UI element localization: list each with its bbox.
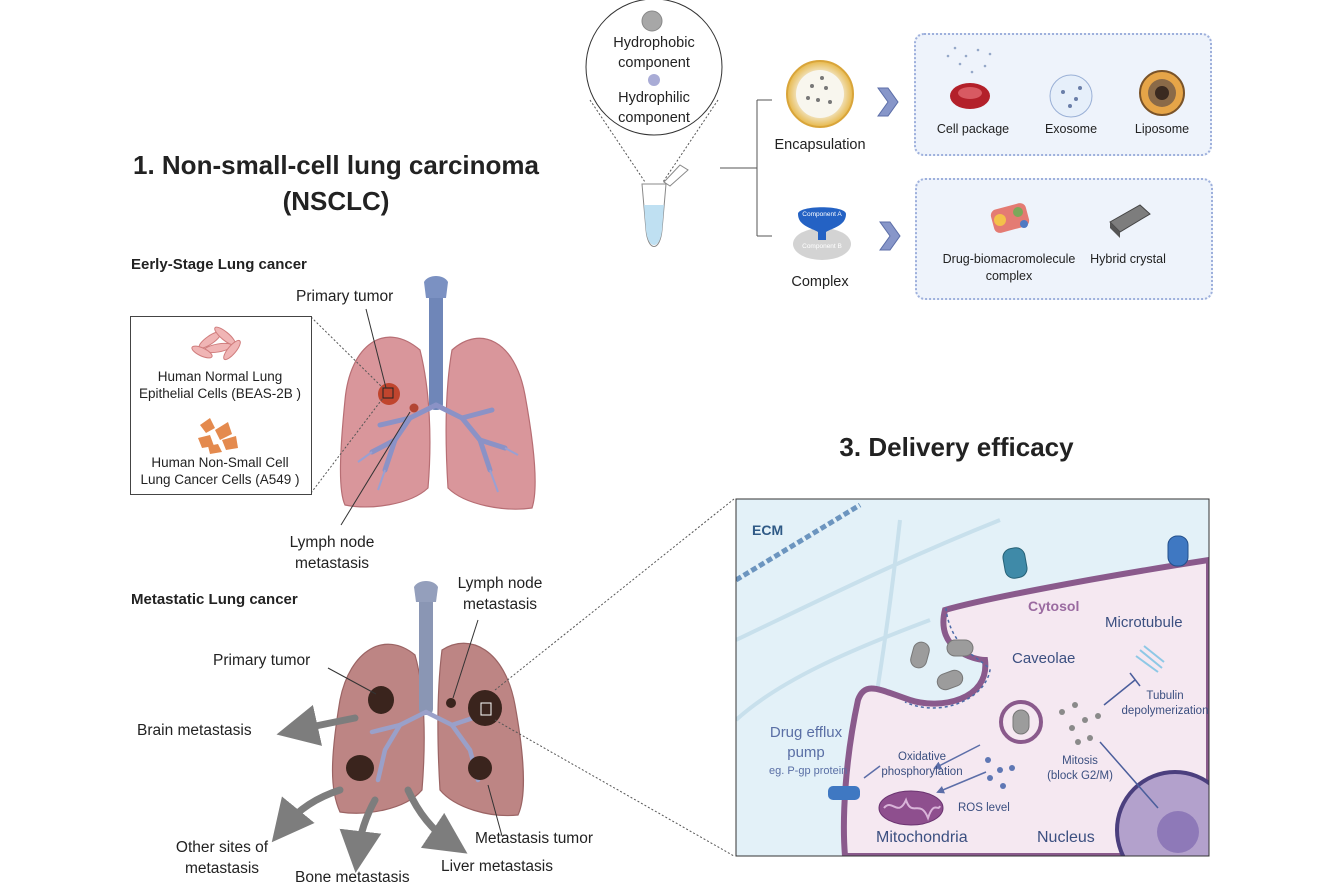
component-b-shape	[793, 228, 851, 260]
cancer-cells-label-line1: Human Non-Small Cell	[151, 455, 289, 470]
efflux-pump-icon	[828, 786, 860, 800]
component-a-label: Component A	[802, 211, 842, 218]
early-lymph-label-line2: metastasis	[294, 555, 370, 572]
metastatic-lungs-illustration	[327, 498, 735, 857]
meta-lymph-label-line1: Lymph node	[457, 575, 543, 592]
zoom-circle	[585, 0, 723, 136]
normal-cells-label-line1: Human Normal Lung	[157, 369, 283, 384]
bronchi	[369, 402, 508, 473]
section3-title: 3. Delivery efficacy	[839, 432, 1074, 462]
meta-lymph-label-line2: metastasis	[462, 596, 538, 613]
formulation-illustration	[585, 0, 901, 260]
complex-label: Complex	[791, 274, 849, 290]
normal-cells-label-line2: Epithelial Cells (BEAS-2B )	[138, 386, 302, 401]
efflux-label-line2: pump	[787, 744, 825, 761]
hybrid-crystal-label: Hybrid crystal	[1090, 252, 1166, 266]
early-lungs-illustration	[310, 276, 536, 526]
ros-label: ROS level	[958, 802, 1010, 814]
efflux-label-line1: Drug efflux	[769, 724, 843, 741]
section1-title-line1: 1. Non-small-cell lung carcinoma	[133, 150, 539, 180]
meta-primary-tumor-label: Primary tumor	[213, 652, 311, 669]
cancer-cells-label-line2: Lung Cancer Cells (A549 )	[140, 472, 300, 487]
right-lung	[445, 337, 536, 510]
section1-title-line2: (NSCLC)	[282, 186, 390, 216]
other-sites-label-line2: metastasis	[184, 860, 260, 877]
bone-metastasis-label: Bone metastasis	[295, 869, 410, 886]
hydrophilic-label-line1: Hydrophilic	[618, 90, 690, 106]
nanoparticles	[910, 639, 974, 691]
mitosis-label-line1: Mitosis	[1062, 755, 1098, 767]
early-stage-heading: Eerly-Stage Lung cancer	[131, 256, 307, 273]
drug-complex-label-line1: Drug-biomacromolecule	[942, 252, 1076, 266]
microtubule-icon	[1135, 645, 1165, 673]
metastasis-arrows	[271, 704, 468, 873]
brain-arrow	[276, 704, 359, 746]
drug-complex-label-line2: complex	[985, 269, 1033, 283]
mitochondria-label: Mitochondria	[876, 829, 968, 846]
liver-metastasis-label: Liver metastasis	[441, 858, 553, 875]
cell-membrane	[840, 556, 1209, 856]
delivery-panel	[736, 499, 1209, 856]
oxidative-label-line2: phosphorylation	[881, 766, 963, 778]
component-b-label: Component B	[802, 243, 842, 250]
cell-package-label: Cell package	[936, 122, 1010, 136]
ecm-label: ECM	[752, 522, 784, 538]
trachea	[429, 278, 443, 410]
channel-protein-1	[1002, 547, 1028, 579]
exosome-label: Exosome	[1044, 122, 1098, 136]
hydrophobic-label-line2: component	[618, 55, 690, 71]
encapsulation-label: Encapsulation	[774, 137, 866, 153]
hydrophobic-sphere	[641, 10, 663, 32]
tubulin-label-line1: Tubulin	[1146, 690, 1184, 702]
brain-metastasis-label: Brain metastasis	[137, 722, 252, 739]
nucleus-label: Nucleus	[1037, 829, 1095, 846]
liver-arrow	[404, 786, 468, 854]
mitosis-label-line2: (block G2/M)	[1047, 770, 1113, 782]
cytosol-label: Cytosol	[1028, 598, 1080, 614]
metastatic-right-lung	[437, 642, 524, 817]
hydrophobic-label-line1: Hydrophobic	[613, 35, 695, 51]
other-sites-label-line1: Other sites of	[175, 839, 269, 856]
chevron-icon	[877, 87, 899, 117]
caveolae-label: Caveolae	[1012, 650, 1076, 667]
oxidative-label-line1: Oxidative	[898, 751, 946, 763]
metastatic-primary-tumor	[368, 686, 394, 714]
bone-arrow	[339, 796, 382, 873]
primary-tumor	[378, 383, 400, 405]
other-sites-arrow	[271, 786, 344, 843]
component-a-shape	[798, 207, 846, 240]
liposome-label: Liposome	[1134, 122, 1190, 136]
metastatic-heading: Metastatic Lung cancer	[131, 591, 298, 608]
early-primary-tumor-label: Primary tumor	[296, 288, 394, 305]
chevron-icon-2	[879, 221, 901, 251]
efflux-label-line3: eg. P-gp protein	[769, 765, 848, 777]
hydrophilic-sphere	[648, 74, 660, 86]
metastasis-tumor-label: Metastasis tumor	[475, 830, 594, 847]
microtubule-label: Microtubule	[1105, 614, 1183, 631]
lymph-node	[409, 403, 419, 413]
hydrophilic-label-line2: component	[618, 110, 690, 126]
tubulin-label-line2: depolymerization	[1121, 705, 1209, 717]
early-lymph-label-line1: Lymph node	[289, 534, 375, 551]
cell-lines-box	[130, 316, 312, 495]
channel-protein-2	[1167, 535, 1189, 567]
complex-box	[915, 178, 1213, 300]
